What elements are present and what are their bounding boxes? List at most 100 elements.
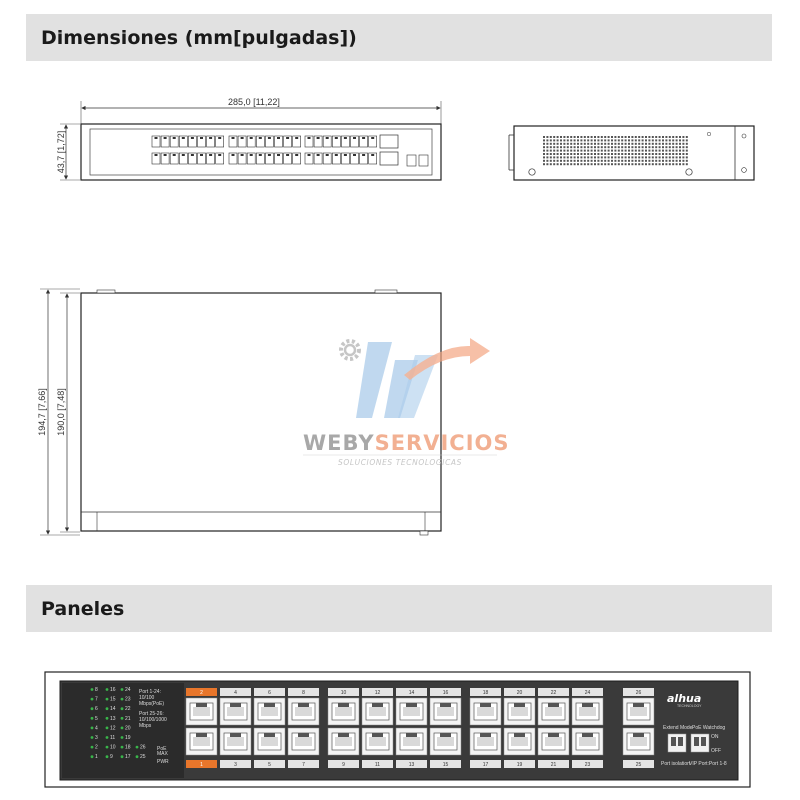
front-port — [255, 135, 265, 148]
led-label: 21 — [125, 716, 131, 722]
led-label: 17 — [125, 754, 131, 760]
led-dot — [135, 745, 139, 749]
led-label: 4 — [95, 725, 98, 731]
front-port — [151, 135, 161, 148]
led-label: 20 — [125, 725, 131, 731]
front-port — [274, 152, 283, 165]
led-dot — [90, 726, 94, 730]
dip-switch-1[interactable] — [667, 733, 687, 753]
front-port — [197, 135, 206, 148]
led-label: 15 — [110, 697, 116, 703]
port-number-top: 8 — [302, 690, 305, 696]
dip-switch-2[interactable] — [690, 733, 710, 753]
led-label: 16 — [110, 687, 116, 693]
led-dot — [90, 736, 94, 739]
depth-body-dimension: 190,0 [7,48] — [56, 388, 66, 436]
front-port — [206, 152, 215, 165]
led-label: 7 — [95, 697, 98, 703]
port-number-bottom: 21 — [551, 762, 557, 768]
front-port — [188, 135, 197, 148]
front-port — [169, 135, 179, 148]
led-dot — [90, 716, 94, 720]
front-port — [179, 135, 188, 148]
front-port — [160, 135, 170, 148]
front-port — [246, 152, 256, 165]
front-port — [215, 135, 224, 148]
front-port — [283, 135, 292, 148]
port-number-top: 6 — [268, 690, 271, 696]
led-dot — [90, 697, 94, 701]
port-isolation-label: Port isolation — [661, 761, 690, 767]
led-dot — [105, 697, 109, 701]
front-port — [246, 135, 256, 148]
front-port — [341, 135, 350, 148]
side-view — [508, 125, 755, 181]
front-port — [350, 135, 359, 148]
front-port — [368, 135, 378, 148]
front-port — [292, 135, 302, 148]
led-label: 12 — [110, 725, 116, 731]
panel-rj45-ports — [185, 697, 604, 756]
port-number-top: 22 — [551, 690, 557, 696]
front-port — [197, 152, 206, 165]
legend-unit-25-26: Mbps — [139, 723, 152, 729]
port-number-bottom: 19 — [517, 762, 523, 768]
extend-mode-label: Extend Mode — [663, 725, 693, 731]
led-label: 25 — [140, 754, 146, 760]
front-port — [304, 135, 314, 148]
port-number-bottom: 11 — [375, 762, 380, 768]
led-label: 19 — [125, 735, 131, 741]
top-view: 194,7 [7,66] 190,0 [7,48] — [37, 288, 442, 536]
dimensions-title: Dimensiones (mm[pulgadas]) — [41, 27, 357, 49]
front-port — [292, 152, 302, 165]
uplink-ports — [622, 697, 655, 756]
led-label: 5 — [95, 716, 98, 722]
led-label: 14 — [110, 706, 116, 712]
brand-logo: alhua — [667, 692, 701, 705]
legend-poe-max-2: MAX — [157, 751, 169, 757]
watermark-tagline: SOLUCIONES TECNOLOGICAS — [338, 458, 462, 467]
front-port — [228, 152, 238, 165]
led-dot — [105, 745, 109, 749]
ventilation-grille — [543, 136, 688, 166]
led-legend: Port 1-24: 10/100 Mbps(PoE) Port 25-26: … — [139, 689, 169, 765]
watermark-brand-2: SERVICIOS — [375, 431, 510, 455]
front-port — [169, 152, 179, 165]
width-dimension: 285,0 [11,22] — [228, 97, 280, 107]
front-port — [237, 152, 247, 165]
front-port — [283, 152, 292, 165]
front-port — [237, 135, 247, 148]
led-dot — [120, 707, 124, 711]
front-port — [265, 135, 274, 148]
port-number-top: 10 — [341, 690, 347, 696]
port-number-top: 24 — [585, 690, 591, 696]
port-number-top: 4 — [234, 690, 237, 696]
led-dot — [120, 688, 124, 691]
front-view: 285,0 [11,22] 43,7 [1,72] — [56, 97, 442, 181]
led-dot — [120, 736, 124, 739]
front-port — [331, 135, 341, 148]
front-port — [359, 135, 368, 148]
led-label: 23 — [125, 697, 131, 703]
led-dot — [90, 707, 94, 711]
led-label: 6 — [95, 706, 98, 712]
led-label: 10 — [110, 745, 116, 751]
front-port — [313, 135, 323, 148]
front-port — [304, 152, 314, 165]
led-label: 24 — [125, 687, 131, 693]
port-number-bottom: 23 — [585, 762, 591, 768]
port-number-bottom: 3 — [234, 762, 237, 768]
led-dot — [105, 755, 109, 759]
front-port — [368, 152, 378, 165]
led-label: 18 — [125, 745, 131, 751]
dimensions-header: Dimensiones (mm[pulgadas]) — [26, 14, 772, 61]
port-number-top: 18 — [483, 690, 489, 696]
height-dimension: 43,7 [1,72] — [56, 131, 66, 174]
led-dot — [120, 745, 124, 749]
depth-total-dimension: 194,7 [7,66] — [37, 388, 47, 436]
vip-port-label: VIP Port:Port 1-8 — [689, 761, 727, 767]
port-number-bottom: 15 — [443, 762, 449, 768]
